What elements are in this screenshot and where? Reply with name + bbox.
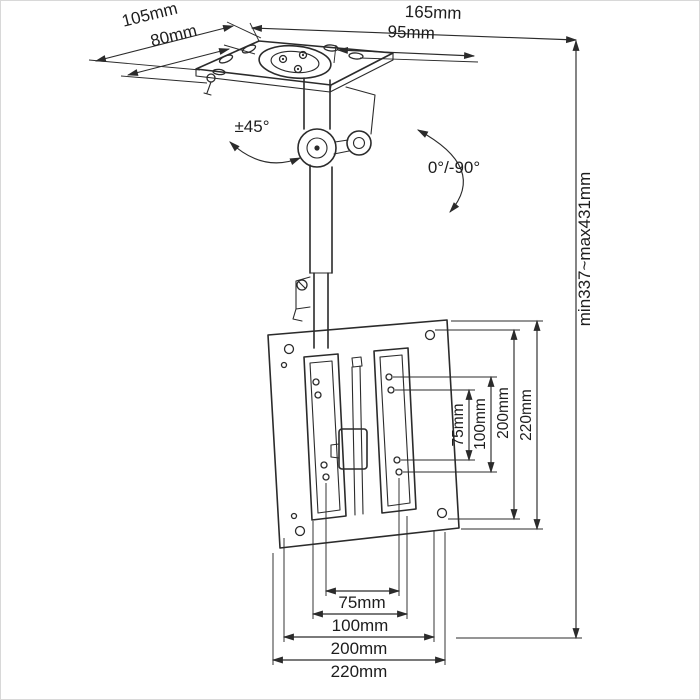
vesa-h-200-label: 200mm bbox=[331, 639, 388, 658]
dimension-height-range: min337~max431mm bbox=[456, 39, 594, 640]
center-column bbox=[351, 365, 364, 516]
left-rail bbox=[303, 353, 347, 521]
vesa-vertical-dimensions: 75mm 100mm 200mm 220mm bbox=[393, 319, 543, 531]
top-slot bbox=[351, 356, 363, 368]
swivel-angle-annotation: ±45° bbox=[229, 117, 302, 165]
swivel-angle-label: ±45° bbox=[234, 117, 269, 136]
turntable-outer-ring bbox=[258, 44, 332, 80]
swivel-arc-arrow bbox=[229, 141, 302, 165]
turntable-inner-ring bbox=[270, 50, 320, 74]
vesa-horizontal-dimensions: 75mm 100mm 200mm 220mm bbox=[271, 478, 447, 681]
tilt-angle-annotation: 0°/-90° bbox=[416, 129, 480, 213]
dimension-165mm: 165mm bbox=[249, 2, 578, 44]
vesa-h-75-label: 75mm bbox=[338, 593, 385, 612]
cable-hook bbox=[292, 276, 311, 322]
height-range-label: min337~max431mm bbox=[575, 172, 594, 327]
tilt-arc-arrow bbox=[416, 129, 464, 213]
dim-165-label: 165mm bbox=[405, 2, 462, 23]
ceiling-plate bbox=[195, 40, 394, 96]
vesa-h-220-label: 220mm bbox=[331, 662, 388, 681]
locking-hook bbox=[338, 428, 368, 470]
support-arm bbox=[292, 164, 333, 349]
vesa-v-100-label: 100mm bbox=[472, 398, 489, 450]
dim-95-label: 95mm bbox=[387, 22, 435, 43]
vesa-v-220-label: 220mm bbox=[518, 389, 535, 441]
vesa-plate-outline bbox=[267, 319, 460, 549]
vesa-v-200-label: 200mm bbox=[495, 387, 512, 439]
tilt-angle-label: 0°/-90° bbox=[428, 158, 480, 177]
pivot-knob-small bbox=[346, 130, 372, 156]
vesa-v-75-label: 75mm bbox=[450, 403, 467, 446]
pivot-joint bbox=[297, 77, 376, 168]
dim-80-label: 80mm bbox=[148, 21, 198, 51]
right-rail bbox=[373, 347, 417, 514]
mounting-slot bbox=[348, 52, 364, 60]
mounting-slot bbox=[241, 44, 257, 54]
dimension-95mm: 95mm bbox=[333, 22, 479, 64]
mounting-slot bbox=[218, 54, 234, 64]
vesa-h-100-label: 100mm bbox=[332, 616, 389, 635]
vesa-plate bbox=[267, 319, 460, 549]
arm-screw bbox=[296, 279, 308, 291]
